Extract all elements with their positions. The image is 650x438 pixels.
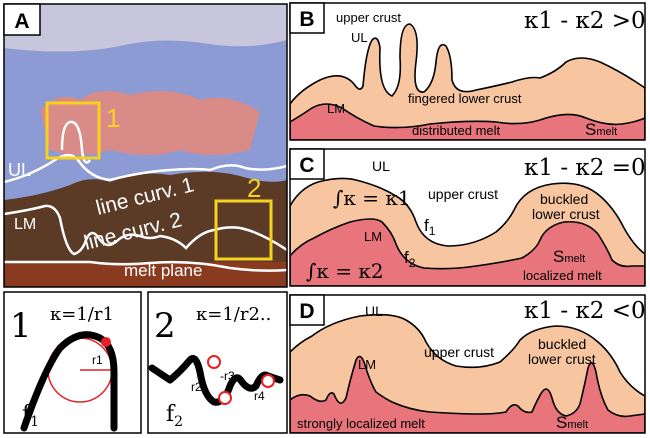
panel-d-ul: UL xyxy=(365,303,383,319)
zoom-box-1 xyxy=(45,101,101,160)
panel-c-melt: localized melt xyxy=(523,268,602,283)
inset-1: 1 κ=1/r1 r1 f1 xyxy=(3,291,142,434)
panel-d-buckled-2: lower crust xyxy=(528,351,596,367)
inset-1-number: 1 xyxy=(10,306,32,346)
panel-c-buckled-2: lower crust xyxy=(532,206,600,222)
line-curvature-2 xyxy=(4,204,287,256)
panel-d-buckled-1: buckled xyxy=(538,336,586,352)
circle-r4 xyxy=(261,374,275,388)
panel-b-ul: UL xyxy=(351,30,368,45)
panel-b-lm: LM xyxy=(327,101,345,116)
panel-d-equation: κ1 - κ2 <0 xyxy=(524,298,646,324)
zoom-box-2 xyxy=(214,199,273,261)
panel-d-s-sub: melt xyxy=(567,419,588,431)
panel-d-melt: strongly localized melt xyxy=(297,416,425,431)
fingered-lower-crust xyxy=(290,23,645,140)
panel-d-frame xyxy=(289,294,646,434)
panel-d-upper-crust: upper crust xyxy=(424,344,494,360)
panel-b-lower-crust: fingered lower crust xyxy=(408,91,522,106)
photo-melt-zone xyxy=(4,262,287,287)
panel-c-s: S xyxy=(553,247,564,266)
inset-2-r2: r2 xyxy=(191,380,202,394)
panel-c-letter: C xyxy=(299,154,314,177)
inset-2-equation: κ=1/r2.. xyxy=(196,304,271,325)
panel-b-letter: B xyxy=(299,8,314,31)
label-ul: UL xyxy=(8,160,31,180)
panel-c-f1: f xyxy=(424,216,429,235)
inset-1-r1: r1 xyxy=(92,353,103,367)
panel-b-melt: distributed melt xyxy=(412,123,501,138)
panel-b-upper-crust: upper crust xyxy=(336,10,401,25)
zoom-box-2-label: 2 xyxy=(247,173,261,203)
panel-a-letter-box xyxy=(3,3,41,36)
inset-2-number: 2 xyxy=(154,306,176,346)
svg-text:f1: f1 xyxy=(424,216,436,238)
distributed-melt-layer xyxy=(290,103,645,140)
panel-c-lm: LM xyxy=(364,229,382,244)
panel-a: A 1 2 UL LM line curv. 1 line curv. 2 me… xyxy=(3,3,288,288)
panel-c-letter-box xyxy=(289,148,325,180)
panel-c-buckled-1: buckled xyxy=(540,191,588,207)
panel-b-s: S xyxy=(585,120,596,139)
inset-1-equation: κ=1/r1 xyxy=(50,304,114,325)
finger-outline xyxy=(60,120,91,164)
zoom-box-1-label: 1 xyxy=(106,103,120,133)
melt-plane-line xyxy=(4,260,287,272)
panel-b-frame xyxy=(289,2,646,141)
panel-b: B κ1 - κ2 >0 upper crust UL fingered low… xyxy=(289,2,646,141)
panel-c-frame xyxy=(289,148,646,287)
panel-c-f2: f xyxy=(404,248,409,267)
panel-d: D κ1 - κ2 <0 UL LM upper crust buckled l… xyxy=(289,294,646,434)
panel-c-f2-sub: 2 xyxy=(409,256,416,270)
panel-a-letter: A xyxy=(14,10,29,33)
panel-c-integral-1: ∫κ = κ1 xyxy=(333,186,411,210)
inset-1-f: f xyxy=(22,402,32,427)
fold-curve-f1 xyxy=(20,331,118,432)
panel-c-f1-sub: 1 xyxy=(429,224,436,238)
svg-text:f2: f2 xyxy=(166,402,183,430)
inset-2-r3: -r3 xyxy=(220,369,235,383)
panel-d-s: S xyxy=(556,413,567,432)
photo-top-band xyxy=(4,4,287,52)
panel-d-lm: LM xyxy=(358,357,376,372)
svg-text:Smelt: Smelt xyxy=(585,120,617,139)
panel-c-ul: UL xyxy=(372,158,390,174)
panel-c-equation: κ1 - κ2 =0 xyxy=(524,155,646,181)
svg-text:Smelt: Smelt xyxy=(553,247,585,266)
panel-d-letter-box xyxy=(289,294,325,326)
localized-melt-layer xyxy=(290,218,645,286)
circle-r3 xyxy=(218,391,232,405)
panel-d-letter: D xyxy=(299,300,314,323)
label-lm: LM xyxy=(14,216,36,233)
inset-2-r4: r4 xyxy=(254,389,265,403)
inset-1-f-sub: 1 xyxy=(30,414,39,430)
svg-text:f1: f1 xyxy=(22,402,39,430)
photo-pink-layer xyxy=(40,91,260,155)
inset-2: 2 κ=1/r2.. r2 -r3 r4 f2 xyxy=(147,291,288,434)
inset-1-frame xyxy=(3,291,142,434)
panel-c-upper-crust: upper crust xyxy=(428,186,498,202)
panel-b-equation: κ1 - κ2 >0 xyxy=(524,8,646,34)
panel-a-frame xyxy=(3,3,288,288)
panel-c: C κ1 - κ2 =0 UL upper crust buckled lowe… xyxy=(289,148,646,287)
panel-c-s-sub: melt xyxy=(564,253,585,265)
panel-b-letter-box xyxy=(289,2,325,34)
strongly-localized-melt-layer xyxy=(290,355,645,433)
inset-2-f: f xyxy=(166,402,176,427)
label-melt-plane: melt plane xyxy=(124,261,202,280)
panel-b-s-sub: melt xyxy=(596,126,617,138)
inset-2-f-sub: 2 xyxy=(174,414,183,430)
curvature-point-1 xyxy=(101,337,111,347)
svg-text:f2: f2 xyxy=(404,248,416,270)
circle-r2 xyxy=(207,355,221,369)
svg-text:Smelt: Smelt xyxy=(556,413,588,432)
panel-c-integral-2: ∫κ = κ2 xyxy=(306,259,384,283)
